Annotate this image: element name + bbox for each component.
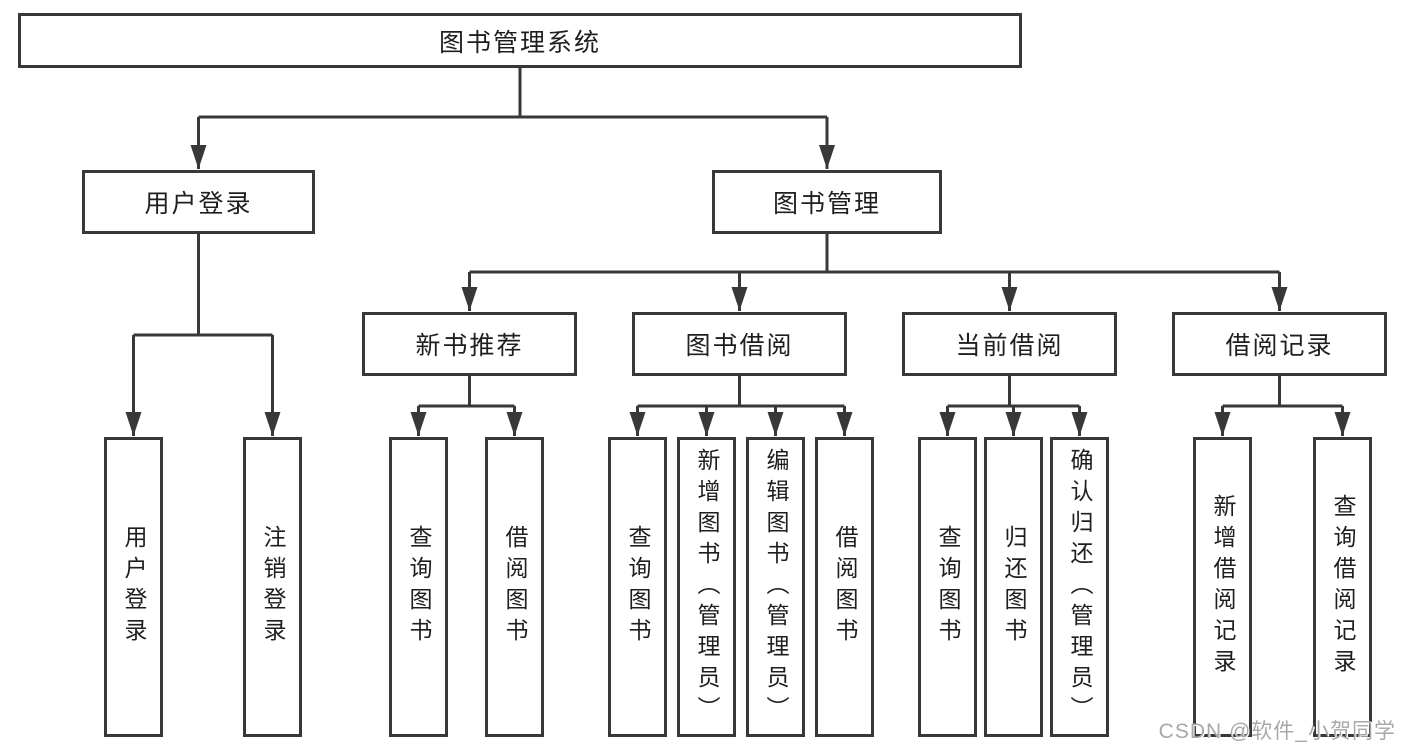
node-label: 用户登录: [121, 525, 147, 649]
leaf-query-books-borrowing: 查询图书: [608, 437, 667, 737]
node-library-management-system: 图书管理系统: [18, 13, 1022, 68]
node-label: 归还图书: [1001, 525, 1027, 649]
node-label: 确认归还（管理员）: [1067, 447, 1093, 727]
leaf-borrow-books-recommend: 借阅图书: [485, 437, 544, 737]
node-label: 注销登录: [260, 525, 286, 649]
node-label: 借阅记录: [1225, 332, 1334, 360]
node-label: 查询图书: [625, 525, 651, 649]
leaf-query-borrow-record: 查询借阅记录: [1313, 437, 1372, 737]
leaf-query-books-recommend: 查询图书: [389, 437, 448, 737]
leaf-query-books-current: 查询图书: [918, 437, 977, 737]
node-borrowing-records: 借阅记录: [1172, 312, 1387, 376]
node-label: 查询图书: [406, 525, 432, 649]
leaf-edit-books-admin: 编辑图书（管理员）: [746, 437, 805, 737]
node-label: 借阅图书: [832, 525, 858, 649]
leaf-add-books-admin: 新增图书（管理员）: [677, 437, 736, 737]
node-label: 新书推荐: [415, 332, 524, 360]
node-label: 图书借阅: [685, 332, 794, 360]
csdn-watermark: CSDN @软件_小贺同学: [1158, 720, 1396, 743]
leaf-borrow-books-borrowing: 借阅图书: [815, 437, 874, 737]
node-label: 当前借阅: [955, 332, 1064, 360]
node-label: 新增图书（管理员）: [694, 447, 720, 727]
leaf-user-login: 用户登录: [104, 437, 163, 737]
leaf-return-books: 归还图书: [984, 437, 1043, 737]
node-label: 图书管理系统: [438, 28, 601, 57]
leaf-add-borrow-record: 新增借阅记录: [1193, 437, 1252, 737]
node-new-book-recommendation: 新书推荐: [362, 312, 577, 376]
node-label: 查询图书: [935, 525, 961, 649]
node-book-management: 图书管理: [712, 170, 942, 234]
node-label: 编辑图书（管理员）: [763, 447, 789, 727]
node-label: 图书管理: [772, 190, 881, 218]
leaf-logout: 注销登录: [243, 437, 302, 737]
node-current-borrowing: 当前借阅: [902, 312, 1117, 376]
node-user-login: 用户登录: [82, 170, 315, 234]
node-label: 借阅图书: [502, 525, 528, 649]
node-label: 新增借阅记录: [1210, 494, 1236, 680]
leaf-confirm-return-admin: 确认归还（管理员）: [1050, 437, 1109, 737]
node-book-borrowing: 图书借阅: [632, 312, 847, 376]
node-label: 用户登录: [144, 190, 253, 218]
node-label: 查询借阅记录: [1330, 494, 1356, 680]
